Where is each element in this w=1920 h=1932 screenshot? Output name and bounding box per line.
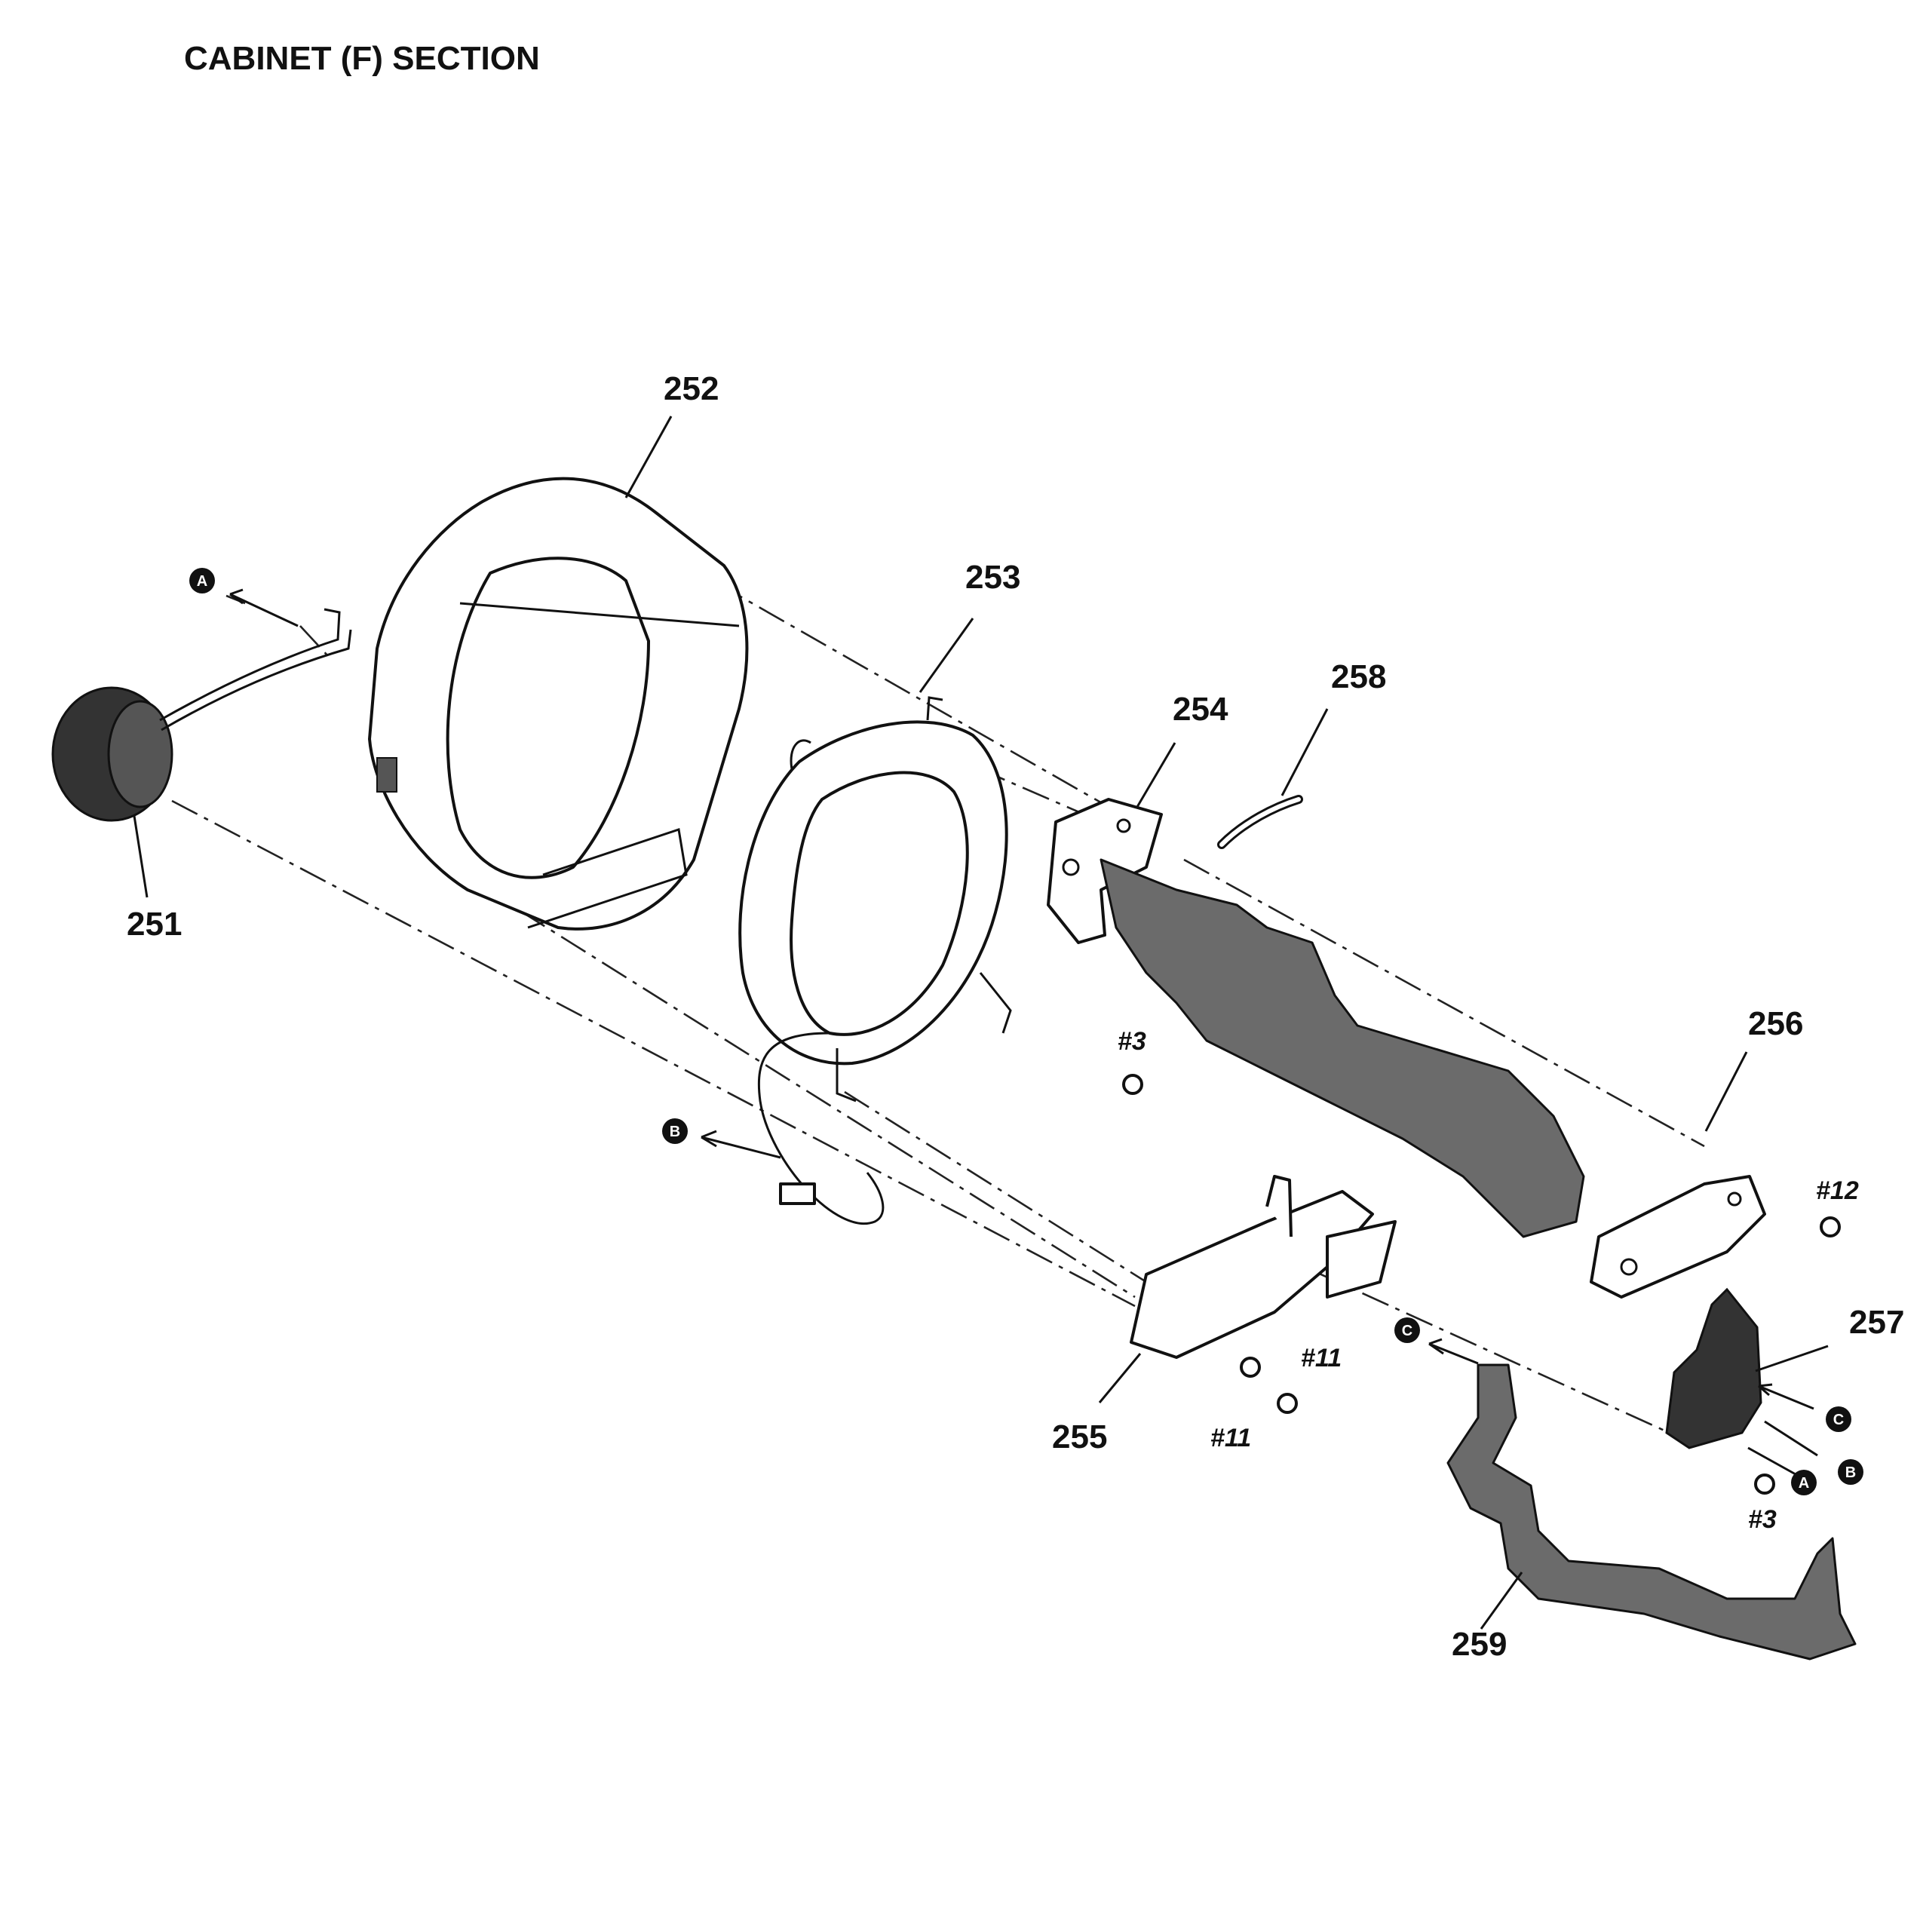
part-252-cabinet-front <box>368 477 749 931</box>
marker-arrows <box>225 588 1818 1480</box>
leader-lines <box>133 416 1829 1630</box>
part-258-wire <box>1217 795 1303 849</box>
section-title: CABINET (F) SECTION <box>184 40 540 77</box>
marker-b-left: B <box>662 1118 688 1144</box>
marker-c-left: C <box>1394 1317 1420 1343</box>
svg-text:C: C <box>1402 1323 1412 1339</box>
part-255-bracket-plate <box>1130 1175 1397 1359</box>
screw-head-icon <box>1820 1216 1841 1237</box>
callout-251: 251 <box>127 906 182 943</box>
screw-labels: #3 #3 #11 #11 #12 <box>1118 1027 1859 1534</box>
svg-text:C: C <box>1833 1412 1844 1428</box>
part-256-small-bracket <box>1590 1175 1766 1299</box>
callout-254: 254 <box>1173 691 1228 728</box>
screw-label-3-upper: #3 <box>1118 1027 1146 1056</box>
svg-text:B: B <box>670 1124 680 1140</box>
svg-text:A: A <box>1799 1475 1809 1492</box>
part-251-knob-assembly <box>51 608 352 822</box>
screw-label-12: #12 <box>1816 1176 1859 1205</box>
screw-head-icon <box>1277 1393 1298 1414</box>
screw-label-3-lower: #3 <box>1748 1505 1777 1534</box>
svg-text:A: A <box>197 573 207 590</box>
part-257-switch-block <box>1665 1287 1762 1449</box>
assembly-lines <box>171 534 1705 1443</box>
part-253-lens-ring <box>738 696 1012 1225</box>
marker-c-right: C <box>1826 1406 1851 1432</box>
callout-253: 253 <box>965 559 1020 596</box>
marker-a-right: A <box>1791 1470 1817 1495</box>
callout-259: 259 <box>1452 1626 1507 1663</box>
callout-255: 255 <box>1052 1418 1107 1455</box>
screw-label-11-lower: #11 <box>1210 1424 1251 1452</box>
callout-258: 258 <box>1331 658 1386 695</box>
marker-b-right: B <box>1838 1459 1863 1485</box>
screw-head-icon <box>1240 1357 1261 1378</box>
marker-a-top: A <box>189 568 215 593</box>
callout-labels: 251 252 253 254 255 256 257 258 259 <box>127 370 1904 1663</box>
callout-256: 256 <box>1748 1005 1803 1042</box>
markers: A B C C A B <box>189 568 1863 1495</box>
screw-head-icon <box>1122 1074 1143 1095</box>
screw-label-11-upper: #11 <box>1301 1344 1342 1372</box>
screws <box>1122 1074 1841 1495</box>
screw-head-icon <box>1754 1474 1775 1495</box>
svg-text:B: B <box>1845 1464 1856 1481</box>
flex-cable-main <box>1100 858 1585 1238</box>
part-259-flex-cable <box>1446 1363 1857 1661</box>
callout-257: 257 <box>1849 1304 1904 1341</box>
callout-252: 252 <box>664 370 719 407</box>
